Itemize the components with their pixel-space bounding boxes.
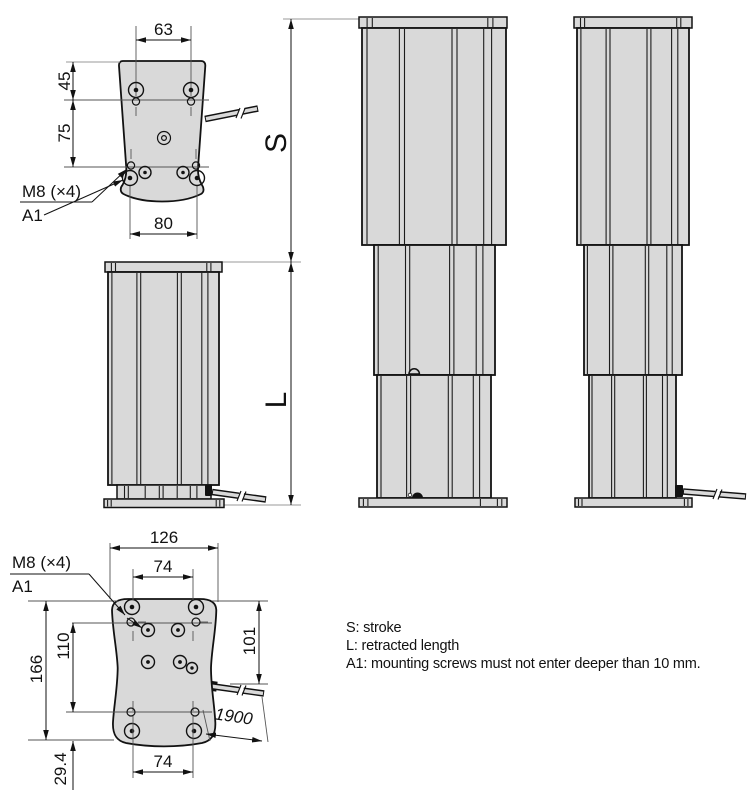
label-m8-top-view: M8 (×4) [22,182,81,201]
base-plate [111,598,218,748]
legend: S: stroke L: retracted length A1: mounti… [346,620,701,672]
dim-80: 80 [154,214,173,233]
cable [207,680,265,697]
top-cap [573,16,693,29]
a1-leader [43,179,124,216]
section-middle [583,244,683,376]
stroke-length-dimension: S L [221,18,362,506]
dim-line-1900 [205,732,263,743]
legend-retracted-length: L: retracted length [346,638,459,654]
dim-126: 126 [150,528,178,547]
section-middle [373,244,496,376]
dim-63: 63 [154,20,173,39]
side-view-retracted [103,261,267,509]
base-flange [358,497,508,508]
cable [204,104,259,123]
cable [205,485,267,504]
cable-connector [412,492,423,498]
cable [675,485,747,501]
section-bottom [376,374,492,499]
section-top [361,27,507,246]
bottom-view: 126 74 166 110 101 29.4 74 1900 M8 (×4) … [10,528,269,790]
base-flange [574,497,693,508]
dim-101: 101 [240,627,259,655]
dim-45: 45 [55,72,74,91]
mounting-holes [121,81,206,187]
cable-break-icon [235,107,246,119]
stroke-label: S [260,133,293,153]
cable-break-icon [236,684,247,696]
side-view-extended [573,16,747,508]
legend-a1-note: A1: mounting screws must not enter deepe… [346,656,701,672]
legend-stroke: S: stroke [346,620,402,636]
mounting-holes [123,598,205,740]
outer-tube [107,271,220,486]
dim-166: 166 [27,655,46,683]
section-top [576,27,690,246]
retracted-length-label: L [260,392,293,409]
label-a1-top-view: A1 [22,206,43,225]
dim-110: 110 [54,632,73,659]
front-view-extended [358,16,508,508]
inner-tubes [116,484,212,500]
cable-break-icon [236,490,247,502]
dim-75: 75 [55,124,74,143]
base-flange [103,498,225,509]
cable-channel-notch [408,368,421,375]
section-bottom [588,374,677,499]
dim-74-bottom: 74 [154,752,173,771]
dim-74-top: 74 [154,557,173,576]
top-cap [358,16,508,29]
dim-29-4: 29.4 [51,752,70,785]
label-m8-bottom-view: M8 (×4) [12,553,71,572]
top-cap [104,261,223,273]
top-view: 63 45 75 80 M8 (×4) A1 [20,20,259,239]
cable-break-icon [712,488,723,500]
a1-leader [126,617,143,629]
label-a1-bottom-view: A1 [12,577,33,596]
m8-leader [88,573,126,616]
dim-1900-cable-length: 1900 [214,705,255,729]
